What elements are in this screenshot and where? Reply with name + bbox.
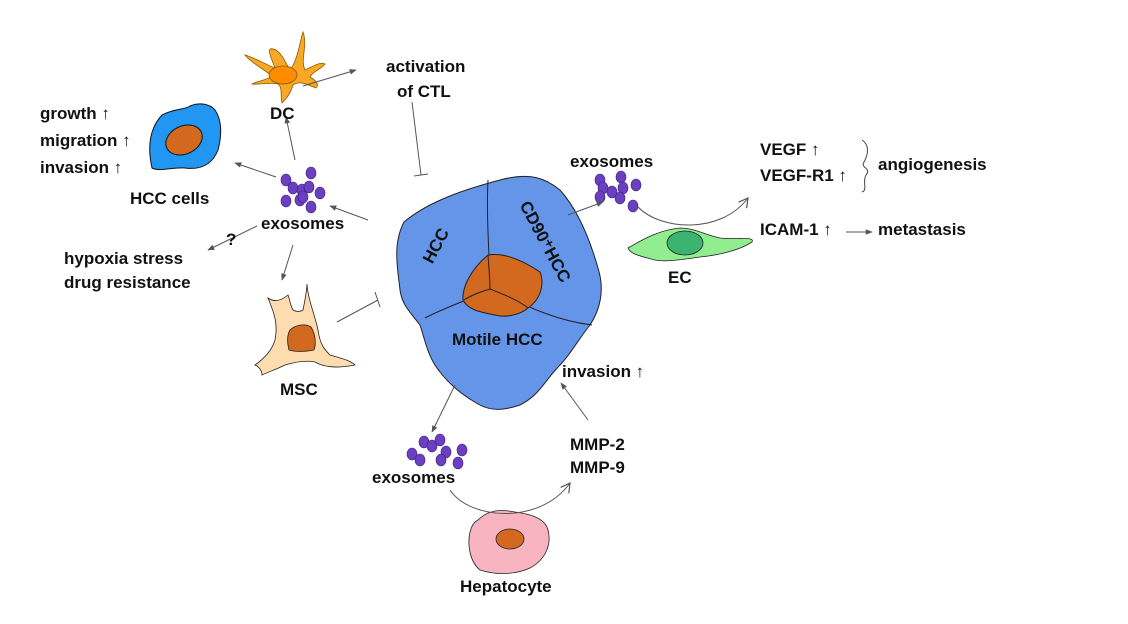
exosome-cluster-bottom <box>406 433 468 470</box>
label-question: ? <box>226 230 237 249</box>
hcc-nucleus <box>165 124 203 156</box>
exosome-vesicle <box>414 453 426 467</box>
arrow-exo-via-hepatocyte <box>449 481 571 514</box>
msc-nucleus <box>287 324 316 352</box>
dendritic-cell <box>243 30 326 104</box>
label-migration: migration ↑ <box>40 131 131 150</box>
exosome-vesicle <box>594 190 606 204</box>
exosome-vesicle <box>287 181 299 195</box>
exosome-vesicle <box>627 199 639 213</box>
tumor-core <box>462 253 543 317</box>
exosome-vesicle <box>615 170 627 184</box>
label-exosomes-right: exosomes <box>570 152 654 171</box>
label-mmp-2: MMP-2 <box>570 435 625 454</box>
arrow-exo-to-hypoxia <box>207 225 258 251</box>
ec-nucleus <box>666 230 704 256</box>
hcc-cell <box>149 103 222 171</box>
exosome-vesicle <box>280 173 292 187</box>
exosome-vesicle <box>434 433 446 447</box>
dc-nucleus <box>268 65 298 85</box>
label-hepatocyte: Hepatocyte <box>460 577 552 596</box>
label-vegf-r1: VEGF-R1 ↑ <box>760 166 847 185</box>
inhibit-msc-to-tumor <box>336 291 381 323</box>
exosome-vesicle <box>606 185 618 199</box>
arrow-exo-to-msc <box>281 244 294 281</box>
inhibit-ctl-to-tumor <box>411 101 429 177</box>
label-exosomes-bottom: exosomes <box>372 468 456 487</box>
label-metastasis: metastasis <box>878 220 966 239</box>
angiogenesis-brace <box>861 139 869 193</box>
exosome-vesicle <box>305 166 317 180</box>
exosome-vesicle <box>435 453 447 467</box>
label-msc: MSC <box>280 380 318 399</box>
arrow-mmp-to-invasion <box>560 382 589 421</box>
arrow-tumor-to-exo <box>329 205 369 221</box>
label-dc: DC <box>270 104 295 123</box>
label-icam-1: ICAM-1 ↑ <box>760 220 832 239</box>
label-invasion-bottom: invasion ↑ <box>562 362 645 381</box>
arrow-tumor-to-exo-bottom <box>431 384 456 433</box>
label-hcc-cells: HCC cells <box>130 189 210 208</box>
exosome-vesicle <box>314 186 326 200</box>
arrow-exo-to-dc <box>284 116 296 161</box>
arrow-dc-to-ctl <box>302 69 357 87</box>
endothelial-cell <box>627 227 753 262</box>
exosome-vesicle <box>303 180 315 194</box>
label-angiogenesis: angiogenesis <box>878 155 987 174</box>
arrow-tumor-to-exo-right <box>567 201 604 216</box>
exosome-vesicle <box>280 194 292 208</box>
label-invasion-left: invasion ↑ <box>40 158 123 177</box>
label-growth: growth ↑ <box>40 104 110 123</box>
label-hypoxia: hypoxia stress <box>64 249 184 268</box>
exosome-vesicle <box>305 200 317 214</box>
exosome-vesicle <box>297 190 309 204</box>
exosome-vesicle <box>456 443 468 457</box>
hepatocyte-nucleus <box>495 528 525 550</box>
label-of-ctl: of CTL <box>397 82 451 101</box>
label-drug-resistance: drug resistance <box>64 273 191 292</box>
exosome-vesicle <box>630 178 642 192</box>
label-ec: EC <box>668 268 692 287</box>
exosome-vesicle <box>426 439 438 453</box>
arrow-exo-via-ec <box>637 197 749 226</box>
central-tumor <box>396 175 602 410</box>
label-mmp-9: MMP-9 <box>570 458 625 477</box>
label-activation: activation <box>386 57 466 76</box>
arrows <box>207 69 873 514</box>
hepatocyte-cell <box>468 510 550 574</box>
exosome-vesicle <box>614 191 626 205</box>
exosome-vesicle <box>452 456 464 470</box>
exosome-cluster-left <box>280 166 326 214</box>
arrow-exo-to-hcc <box>234 162 277 178</box>
exosome-vesicle <box>406 447 418 461</box>
exosome-cluster-right <box>594 170 642 213</box>
label-region-motile-hcc: Motile HCC <box>452 330 543 349</box>
label-exosomes-left: exosomes <box>261 214 345 233</box>
msc-cell <box>254 283 356 376</box>
label-vegf: VEGF ↑ <box>760 140 820 159</box>
